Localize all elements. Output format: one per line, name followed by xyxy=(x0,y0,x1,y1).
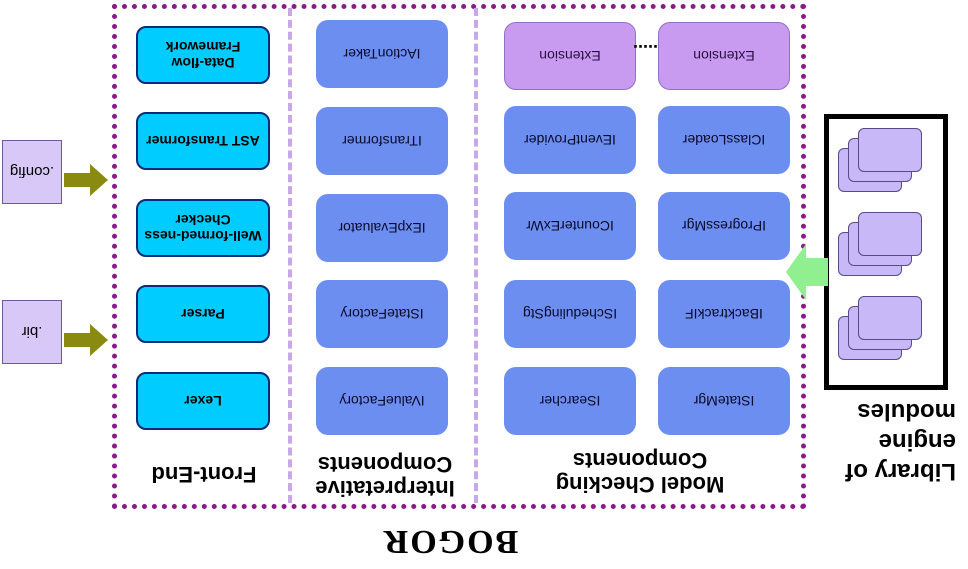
module-card xyxy=(858,212,922,256)
iprogressmgr-box: IProgressMgr xyxy=(658,192,790,260)
library-heading: Library of engine modules xyxy=(845,398,956,485)
extension-box-right: Extension xyxy=(658,22,790,90)
istatemgr-box: IStateMgr xyxy=(658,367,790,435)
diagram-title: BOGOR xyxy=(381,523,519,560)
bir-file-icon: .bir xyxy=(2,300,62,364)
iactiontaker-box: IActionTaker xyxy=(316,20,448,88)
config-arrow-icon xyxy=(64,164,108,196)
ast-transformer-box: AST Transformer xyxy=(136,112,270,170)
wellformedness-checker-box: Well-formed-ness Checker xyxy=(136,199,270,257)
module-stack-bottom xyxy=(838,294,938,366)
interpretative-heading: Interpretative Components xyxy=(315,452,455,501)
parser-box: Parser xyxy=(136,285,270,343)
ieventprovider-box: IEventProvider xyxy=(504,106,636,174)
divider-interpretative-modelchecking xyxy=(474,8,478,503)
module-card xyxy=(858,296,922,340)
config-file-icon: .config xyxy=(2,140,62,204)
divider-frontend-interpretative xyxy=(288,8,292,503)
front-end-heading: Front-End xyxy=(151,462,257,487)
module-stack-middle xyxy=(838,210,938,282)
ivaluefactory-box: IValueFactory xyxy=(316,367,448,435)
model-checking-heading: Model Checking Components xyxy=(555,448,725,497)
module-stack-top xyxy=(838,126,938,198)
icounterexwr-box: ICounterExWr xyxy=(504,192,636,260)
iclassloader-box: IClassLoader xyxy=(658,106,790,174)
istatefactory-box: IStateFactory xyxy=(316,280,448,348)
library-arrow-icon xyxy=(786,244,828,300)
dataflow-framework-box: Data-flow Framework xyxy=(136,26,270,84)
bir-arrow-icon xyxy=(64,324,108,356)
itransformer-box: ITransformer xyxy=(316,107,448,175)
ischedulingstg-box: ISchedulingStg xyxy=(504,280,636,348)
extension-box-left: Extension xyxy=(504,22,636,90)
module-card xyxy=(858,128,922,172)
isearcher-box: ISearcher xyxy=(504,367,636,435)
extension-ellipsis: ..... xyxy=(632,41,658,61)
ibacktrackif-box: IBacktrackIF xyxy=(658,280,790,348)
iexpevaluator-box: IExpEvaluator xyxy=(316,194,448,262)
library-frame xyxy=(824,114,948,390)
lexer-box: Lexer xyxy=(136,372,270,430)
